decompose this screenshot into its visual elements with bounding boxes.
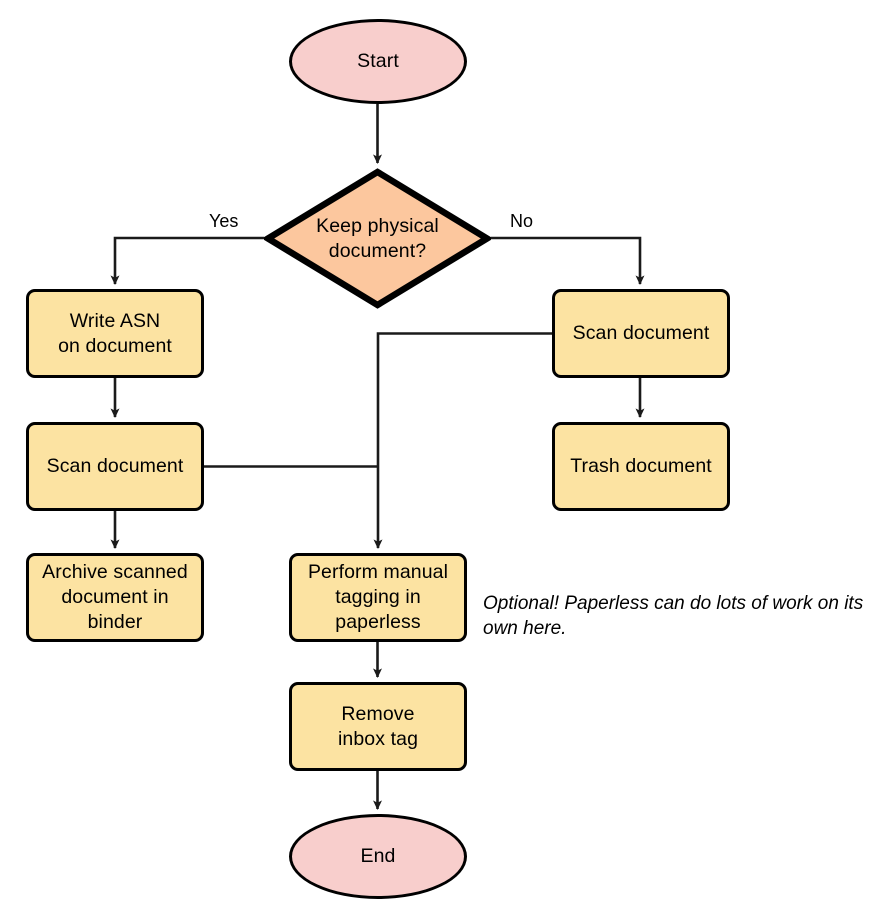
annotation-optional-note: Optional! Paperless can do lots of work … (483, 593, 864, 640)
node-perform-manual-tagging-label: Perform manual tagging in paperless (307, 561, 449, 633)
diamond-shape (264, 168, 491, 309)
node-end[interactable]: End (289, 814, 467, 899)
node-scan-document-left[interactable]: Scan document (26, 422, 204, 511)
node-end-label: End (360, 845, 396, 868)
node-archive-scanned-document-label: Archive scanned document in binder (42, 561, 188, 633)
node-start-label: Start (357, 50, 399, 73)
node-archive-scanned-document[interactable]: Archive scanned document in binder (26, 553, 204, 642)
node-write-asn-label: Write ASN on document (58, 309, 172, 357)
node-trash-document[interactable]: Trash document (552, 422, 730, 511)
node-remove-inbox-tag[interactable]: Remove inbox tag (289, 682, 467, 771)
edge-decision-to-scan-right (491, 236, 645, 285)
node-perform-manual-tagging[interactable]: Perform manual tagging in paperless (289, 553, 467, 642)
node-remove-inbox-tag-label: Remove inbox tag (337, 702, 419, 750)
node-scan-document-right[interactable]: Scan document (552, 289, 730, 378)
node-keep-physical-document-decision[interactable]: Keep physical document? (264, 168, 491, 309)
edge-scan-right-to-tagging (373, 332, 552, 549)
node-scan-document-right-label: Scan document (572, 322, 710, 345)
node-trash-document-label: Trash document (570, 455, 712, 478)
edge-label-no: No (510, 211, 534, 231)
node-write-asn[interactable]: Write ASN on document (26, 289, 204, 378)
node-start[interactable]: Start (289, 19, 467, 104)
node-scan-document-left-label: Scan document (46, 455, 184, 478)
edge-label-yes: Yes (209, 211, 239, 231)
edge-decision-to-write-asn (110, 236, 264, 285)
node-decision-label: Keep physical document? (316, 214, 439, 262)
